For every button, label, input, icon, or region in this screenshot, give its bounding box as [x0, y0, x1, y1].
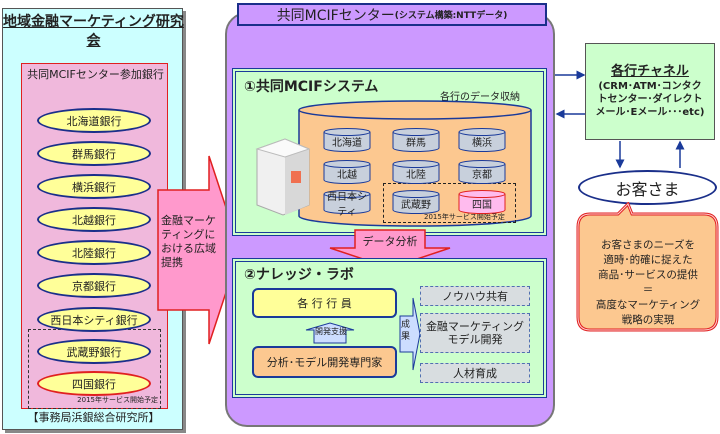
- bank-database-icon: 武蔵野: [392, 190, 440, 214]
- development-support-label: 開発支援: [315, 327, 347, 336]
- bank-staff-box: 各 行 行 員: [252, 288, 397, 318]
- bank-oval: 四国銀行: [37, 371, 151, 396]
- data-analysis-label: データ分析: [362, 235, 418, 248]
- results-label: 成果: [401, 320, 411, 342]
- bank-database-icon: 横浜: [458, 128, 506, 152]
- bank-oval: 横浜銀行: [37, 174, 151, 199]
- channels-title: 各行チャネル: [611, 63, 689, 79]
- bank-database-icon: 北越: [323, 160, 371, 184]
- database-label: 西日本シティ: [327, 192, 367, 218]
- mcif-center-title: 共同MCIFセンター(システム構築:NTTデータ): [237, 3, 547, 26]
- goal-line: 高度なマーケティング: [595, 299, 701, 311]
- goal-line: 商品･サービスの提供: [598, 269, 698, 281]
- database-label: 群馬: [406, 137, 426, 149]
- bank-oval: 西日本シティ銀行: [37, 307, 151, 332]
- member-banks-label: 共同MCIFセンター参加銀行: [27, 68, 164, 81]
- database-label: 武蔵野: [401, 199, 431, 211]
- secretariat-label: 【事務局浜銀総合研究所】: [27, 411, 160, 424]
- bank-oval: 北海道銀行: [37, 108, 151, 133]
- goal-text: お客さまのニーズを適時･的確に捉えた商品･サービスの提供 ＝ 高度なマーケティング戦…: [582, 238, 714, 328]
- partnership-arrow: [157, 155, 241, 345]
- planned-db-group: [383, 183, 516, 223]
- database-label: 四国: [472, 199, 492, 211]
- bank-database-icon: 北海道: [323, 128, 371, 152]
- database-label: 北陸: [406, 169, 426, 181]
- bank-database-icon: 京都: [458, 160, 506, 184]
- development-support-arrow: [305, 322, 355, 344]
- database-label: 北越: [337, 169, 357, 181]
- bank-oval: 北越銀行: [37, 207, 151, 232]
- bank-oval: 京都銀行: [37, 273, 151, 298]
- outcome-box: ノウハウ共有: [420, 286, 530, 306]
- database-label: 京都: [472, 169, 492, 181]
- partnership-label: 金融マーケティングにおける広域提携: [161, 214, 216, 269]
- research-group-panel: 地域金融マーケティング研究会 共同MCIFセンター参加銀行 北海道銀行群馬銀行横…: [2, 8, 184, 430]
- center-title-text: 共同MCIFセンター: [276, 7, 395, 24]
- goal-line: 戦略の実現: [621, 314, 675, 326]
- bank-database-icon: 西日本シティ: [323, 190, 371, 218]
- member-banks-box: 共同MCIFセンター参加銀行 北海道銀行群馬銀行横浜銀行北越銀行北陸銀行京都銀行…: [21, 63, 168, 409]
- outcome-box: 金融マーケティングモデル開発: [420, 313, 530, 353]
- server-icon: [255, 138, 311, 216]
- goal-speech-bubble: [576, 202, 719, 332]
- planned-note: 2015年サービス開始予定: [77, 396, 158, 405]
- bank-database-icon: 群馬: [392, 128, 440, 152]
- knowledge-lab-title: ②ナレッジ・ラボ: [244, 267, 354, 283]
- analysis-experts-box: 分析･モデル開発専門家: [252, 346, 397, 378]
- center-subtitle: (システム構築:NTTデータ): [394, 11, 508, 21]
- goal-line: ＝: [642, 284, 654, 296]
- database-label: 横浜: [472, 137, 492, 149]
- bank-oval: 群馬銀行: [37, 141, 151, 166]
- bank-oval: 武蔵野銀行: [37, 339, 151, 364]
- bank-database-icon: 北陸: [392, 160, 440, 184]
- outcome-box: 人材育成: [420, 363, 530, 383]
- research-group-title: 地域金融マーケティング研究会: [3, 14, 184, 49]
- bank-channels-box: 各行チャネル (CRM･ATM･コンタクトセンター･ダイレクトメール･Eメール･…: [585, 43, 715, 140]
- storage-label: 各行のデータ収納: [440, 92, 520, 103]
- goal-line: お客さまのニーズを: [601, 239, 695, 251]
- bank-database-icon: 四国: [458, 190, 506, 214]
- channels-detail: (CRM･ATM･コンタクトセンター･ダイレクトメール･Eメール･･･etc): [595, 80, 705, 118]
- mcif-system-title: ①共同MCIFシステム: [244, 79, 379, 95]
- bank-oval: 北陸銀行: [37, 240, 151, 265]
- planned-db-note: 2015年サービス開始予定: [424, 213, 505, 221]
- customer-oval: お客さま: [578, 170, 717, 205]
- database-label: 北海道: [332, 137, 362, 149]
- goal-line: 適時･的確に捉えた: [603, 254, 693, 266]
- results-arrow: [399, 297, 421, 371]
